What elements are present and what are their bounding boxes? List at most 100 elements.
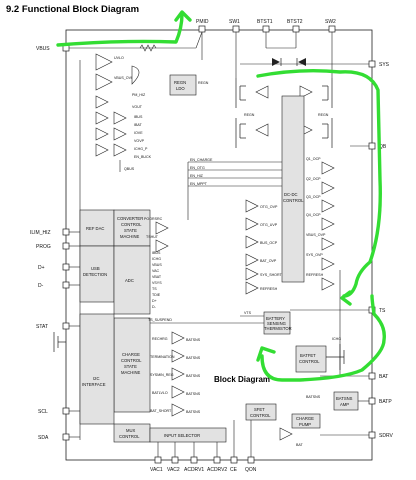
usb-line1: USB <box>91 266 100 271</box>
bottom-pins: VAC1 VAC2 ACDRV1 ACDRV2 CE QON <box>150 456 257 473</box>
pin-label-acdrv1: ACDRV1 <box>184 467 204 473</box>
vbus-ovp-label: VBUS_OVP <box>114 76 134 80</box>
q4-ocp-label: Q4_OCP <box>306 213 321 217</box>
pin-bat <box>368 372 376 380</box>
input-selector-label: INPUT SELECTOR <box>164 433 200 438</box>
i2c-line2: INTERFACE <box>82 382 106 387</box>
pin-sys <box>368 60 376 68</box>
or-gate <box>131 65 140 85</box>
mux-control-block <box>113 423 151 443</box>
termination-comparator <box>171 349 185 363</box>
vbus-ovp-comparator-right <box>321 237 335 251</box>
gate-driver-3 <box>299 85 313 99</box>
i2c-interface-block <box>79 313 115 425</box>
battery-sensing-block <box>263 311 291 335</box>
charge-control-block <box>113 317 151 413</box>
bat-label: BAT <box>296 443 304 447</box>
adc-input-1: ICHG <box>152 257 161 261</box>
vbus-comparators: UVLO VBUS_OVP PM_HIZ VOUT IBUS IBAT IOVE… <box>95 53 152 172</box>
pin-label-qb: QB <box>379 144 387 150</box>
i2c-line1: I2C <box>93 376 100 381</box>
pin-label-vac1: VAC1 <box>150 467 163 473</box>
bus-ocp-label: BUS_OCP <box>260 241 278 245</box>
batsns-tag-4: BATSNS <box>186 410 201 414</box>
sys-short-label: SYS_SHORT <box>260 273 283 277</box>
bat-ovp-label: BAT_OVP <box>260 259 277 263</box>
adc-input-0: IBUS <box>152 251 161 255</box>
pin-btst1 <box>262 25 270 33</box>
vbus-sense-resistor <box>139 44 157 52</box>
section-title: 9.2 Functional Block Diagram <box>6 4 139 15</box>
batsns-label: BATSNS <box>306 395 321 399</box>
batfet-control-block <box>295 345 327 373</box>
protection-comparators-right: Q1_OCP Q2_OCP Q3_OCP Q4_OCP VBUS_OVP SYS… <box>306 157 335 291</box>
adc-block <box>113 245 151 315</box>
mosfet-q2 <box>235 118 246 148</box>
batsns-amp-line2: AMP <box>340 402 349 407</box>
charge-input-4: BAT_SHORT <box>150 409 172 413</box>
mosfet-q1 <box>235 78 246 108</box>
comparator-uvlo <box>95 53 113 71</box>
otg-ovp-label: OTG_OVP <box>260 205 278 209</box>
pin-label-sw2: SW2 <box>325 19 336 25</box>
en-hiz-label: EN_HIZ <box>190 174 204 178</box>
pin-vac2 <box>171 456 179 464</box>
input-selector-block <box>149 427 227 443</box>
pin-label-qon: QON <box>245 467 257 473</box>
pin-stat <box>62 322 70 330</box>
pin-label-scl: SCL <box>38 409 48 415</box>
adc-input-9: D- <box>152 305 157 309</box>
refresh-comparator-left <box>245 281 259 295</box>
pin-sw1 <box>232 25 240 33</box>
q2-ocp-comparator <box>321 181 335 195</box>
charge-line4: MACHINE <box>121 370 141 375</box>
q3-ocp-label: Q3_OCP <box>306 195 321 199</box>
regn-tag-left: REGN <box>244 113 255 117</box>
otg-uvp-comparator <box>245 217 259 231</box>
vbus-ovp-label-right: VBUS_OVP <box>306 233 326 237</box>
mux-line1: MUX <box>126 428 136 433</box>
comparator-7 <box>113 111 127 125</box>
converter-line2: CONTROL <box>121 222 142 227</box>
pin-label-dplus: D+ <box>38 265 45 271</box>
regn-label: REGN <box>198 81 209 85</box>
pin-batp <box>368 397 376 405</box>
sys-short-comparator <box>245 267 259 281</box>
batsns-tag-1: BATSNS <box>186 356 201 360</box>
highlight-vbus-pmid <box>56 12 184 47</box>
pin-label-sdrv: SDRV <box>379 433 393 439</box>
converter-line3: STATE <box>124 228 137 233</box>
pmid-link <box>195 31 203 49</box>
adc-label: ADC <box>125 278 134 283</box>
pin-label-ce: CE <box>230 467 238 473</box>
en-buck-label: EN_BUCK <box>134 155 152 159</box>
batfet-line2: CONTROL <box>299 359 320 364</box>
vovp-label: VOVP <box>134 139 145 143</box>
pin-label-sys: SYS <box>379 62 390 68</box>
pin-qon <box>247 456 255 464</box>
pin-label-prog: PROG <box>36 244 51 250</box>
block-diagram-caption: Block Diagram <box>214 375 270 384</box>
pin-acdrv2 <box>213 456 221 464</box>
sfet-control-block <box>245 403 277 421</box>
charge-line3: STATE <box>124 364 137 369</box>
adc-input-6: TS <box>152 287 157 291</box>
highlight-arrow-sys <box>340 290 352 306</box>
converter-line4: MACHINE <box>120 234 140 239</box>
rechrg-comparator <box>171 331 185 345</box>
batsns-tag-2: BATSNS <box>186 374 201 378</box>
batfet-mosfet <box>326 344 345 370</box>
highlight-arrow-top <box>174 10 192 22</box>
dcdc-control-block <box>281 95 305 283</box>
pin-dminus <box>62 281 70 289</box>
pin-label-vac2: VAC2 <box>167 467 180 473</box>
pin-label-ilim-hiz: ILIM_HIZ <box>30 230 51 236</box>
batfet-line1: BATFET <box>300 353 316 358</box>
pin-sdrv <box>368 431 376 439</box>
comparator-8 <box>113 127 127 141</box>
highlight-battery-loop <box>260 294 386 382</box>
usb-detection-block <box>79 245 115 303</box>
battery-line3: THERMISTOR <box>264 326 292 331</box>
charge-comparators: RECHRG BATSNS TERMINATION BATSNS SYSMIN_… <box>150 331 201 417</box>
